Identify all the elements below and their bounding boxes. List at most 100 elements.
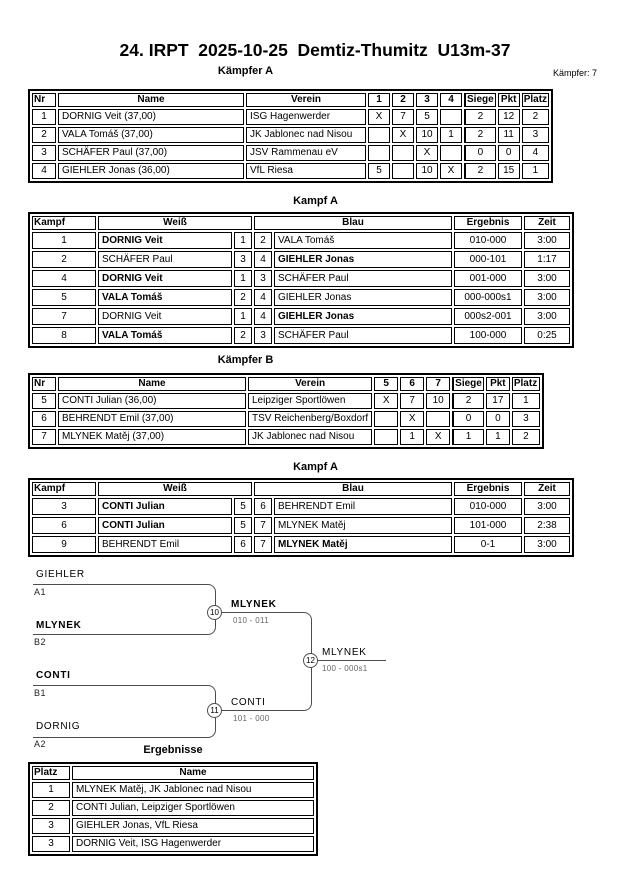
fights-a-heading: Kampf A	[293, 195, 338, 207]
table-cell: 1	[521, 163, 550, 179]
bracket-slot-name: MLYNEK	[36, 620, 82, 631]
bracket-seed: A1	[34, 587, 47, 597]
table-cell: 2	[234, 289, 252, 306]
table-cell: X	[416, 145, 438, 161]
table-cell: 3:00	[524, 270, 570, 287]
column-header: 3	[416, 93, 438, 107]
table-cell: TSV Reichenberg/Boxdorf	[248, 411, 373, 427]
table-cell: 8	[32, 327, 96, 344]
table-cell	[368, 127, 390, 143]
table-cell: VALA Tomáš	[98, 289, 232, 306]
column-header: Weiß	[98, 482, 252, 496]
table-cell: 17	[485, 393, 510, 409]
table-cell: GIEHLER Jonas, VfL Riesa	[72, 818, 314, 834]
table-cell: 3	[511, 411, 540, 427]
table-cell: 3:00	[524, 232, 570, 249]
table-cell: 1	[32, 109, 56, 125]
bracket-seed: B2	[34, 637, 47, 647]
table-cell: 1	[485, 429, 510, 445]
column-header: Siege	[464, 93, 496, 107]
table-cell: 4	[32, 270, 96, 287]
table-cell: MLYNEK Matěj, JK Jablonec nad Nisou	[72, 782, 314, 798]
table-cell: DORNIG Veit	[98, 308, 232, 325]
table-cell: 101-000	[454, 517, 522, 534]
table-cell: 12	[497, 109, 520, 125]
table-cell: 2	[464, 109, 496, 125]
table-cell: X	[426, 429, 451, 445]
table-cell: 5	[32, 393, 56, 409]
column-header: Kampf	[32, 216, 96, 230]
table-cell: X	[392, 127, 414, 143]
column-header: Nr	[32, 377, 56, 391]
table-cell: 5	[416, 109, 438, 125]
table-cell: 3:00	[524, 536, 570, 553]
table-cell: 7	[254, 536, 272, 553]
bracket-winner-name: MLYNEK	[322, 647, 367, 658]
table-cell: 3	[32, 818, 70, 834]
table-cell: 001-000	[454, 270, 522, 287]
table-cell	[392, 145, 414, 161]
header-row: Nr Name Verein 5 6 7 Siege Pkt Platz	[32, 377, 540, 391]
bracket-winner-name: CONTI	[231, 697, 266, 708]
table-cell: 000-000s1	[454, 289, 522, 306]
table-cell: VfL Riesa	[246, 163, 366, 179]
bracket-line	[33, 584, 216, 613]
column-header: Ergebnis	[454, 216, 522, 230]
table-cell: 3	[254, 270, 272, 287]
table-cell: GIEHLER Jonas	[274, 289, 452, 306]
column-header: Verein	[248, 377, 373, 391]
bracket-slot-name: DORNIG	[36, 721, 81, 732]
bracket-slot-name: CONTI	[36, 670, 71, 681]
table-cell: 1	[234, 308, 252, 325]
table-cell: BEHRENDT Emil	[274, 498, 452, 515]
table-cell: CONTI Julian	[98, 517, 232, 534]
table-cell: GIEHLER Jonas	[274, 308, 452, 325]
table-cell: 3	[32, 498, 96, 515]
table-cell: VALA Tomáš (37,00)	[58, 127, 244, 143]
table-cell: 1	[32, 232, 96, 249]
table-cell: 5	[234, 517, 252, 534]
table-cell: Leipziger Sportlöwen	[248, 393, 373, 409]
table-cell: 2	[464, 163, 496, 179]
fighters-count: Kämpfer: 7	[552, 68, 597, 78]
header-row: Kampf Weiß Blau Ergebnis Zeit	[32, 482, 570, 496]
table-cell	[368, 145, 390, 161]
table-cell: 2	[511, 429, 540, 445]
column-header: Name	[72, 766, 314, 780]
table-cell: 7	[254, 517, 272, 534]
column-header: 1	[368, 93, 390, 107]
pool-a-table: Nr Name Verein 1 2 3 4 Siege Pkt Platz 1…	[28, 89, 554, 183]
column-header: Nr	[32, 93, 56, 107]
table-cell: 000s2-001	[454, 308, 522, 325]
table-cell	[374, 429, 399, 445]
table-cell: 7	[400, 393, 425, 409]
column-header: Zeit	[524, 482, 570, 496]
table-cell: 2:38	[524, 517, 570, 534]
bracket-score: 101 - 000	[233, 714, 270, 723]
header-row: Nr Name Verein 1 2 3 4 Siege Pkt Platz	[32, 93, 550, 107]
table-cell: 10	[426, 393, 451, 409]
fight-number-badge: 10	[207, 605, 222, 620]
table-cell: 1	[452, 429, 484, 445]
column-header: Kampf	[32, 482, 96, 496]
table-cell: X	[400, 411, 425, 427]
table-cell: 3	[254, 327, 272, 344]
table-cell: 1:17	[524, 251, 570, 268]
bracket-seed: A2	[34, 739, 47, 749]
table-cell	[392, 163, 414, 179]
column-header: Siege	[452, 377, 484, 391]
table-cell	[426, 411, 451, 427]
column-header: Ergebnis	[454, 482, 522, 496]
table-cell: DORNIG Veit	[98, 270, 232, 287]
